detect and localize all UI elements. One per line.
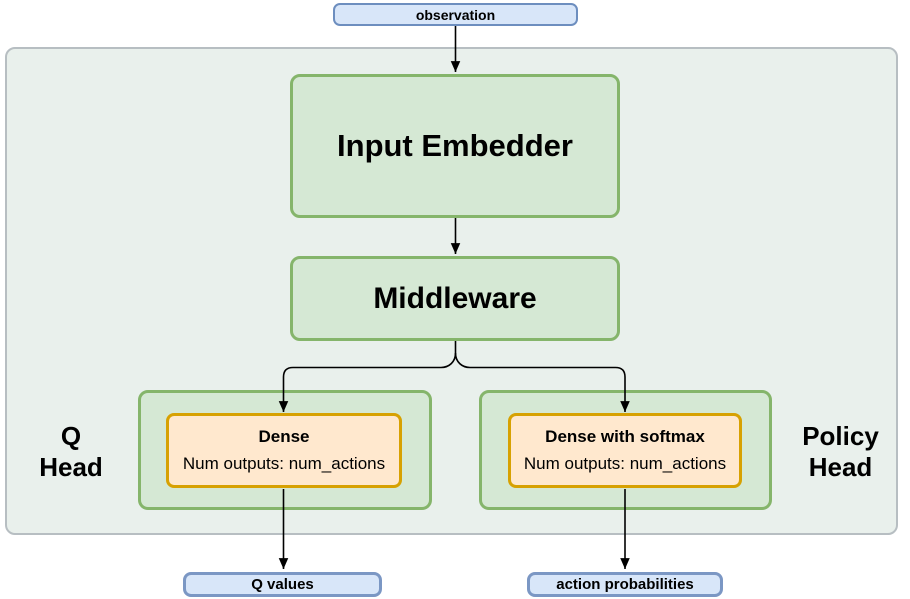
middleware-label: Middleware xyxy=(373,281,537,315)
q-values-node: Q values xyxy=(183,572,382,597)
observation-label: observation xyxy=(415,6,496,23)
q-dense-title: Dense xyxy=(258,427,310,447)
action-probabilities-node: action probabilities xyxy=(527,572,723,597)
q-head-label: Q Head xyxy=(39,421,103,482)
q-values-label: Q values xyxy=(251,576,314,593)
input-embedder-label: Input Embedder xyxy=(337,128,573,163)
middleware-node: Middleware xyxy=(290,256,620,341)
q-dense-node: Dense Num outputs: num_actions xyxy=(166,413,402,488)
policy-dense-subtitle: Num outputs: num_actions xyxy=(523,453,727,473)
policy-dense-node: Dense with softmax Num outputs: num_acti… xyxy=(508,413,742,488)
action-probabilities-label: action probabilities xyxy=(556,576,694,593)
policy-head-label: Policy Head xyxy=(802,421,879,482)
policy-dense-title: Dense with softmax xyxy=(545,427,705,447)
observation-node: observation xyxy=(333,3,578,26)
q-dense-subtitle: Num outputs: num_actions xyxy=(182,453,386,473)
input-embedder-node: Input Embedder xyxy=(290,74,620,218)
